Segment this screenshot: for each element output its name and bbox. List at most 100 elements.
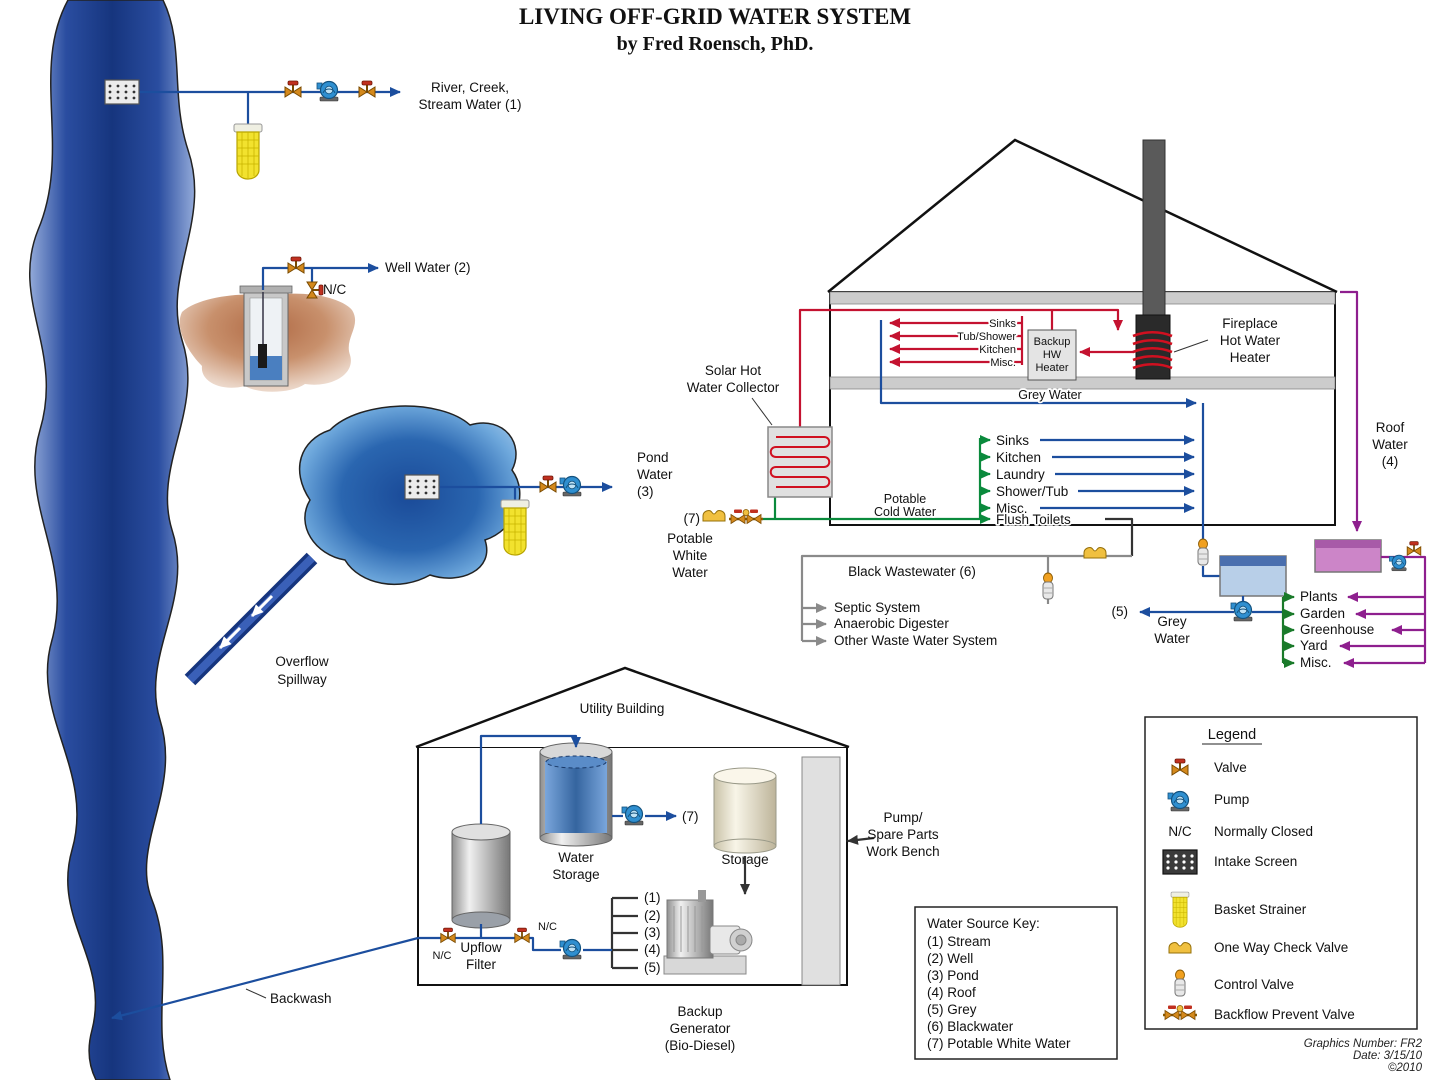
upflow-filter-tank [451,823,511,929]
stream-label-1: River, Creek, [431,80,509,95]
cold-fixture-sinks: Sinks [996,433,1029,448]
backwash-leader [245,988,267,999]
valve-icon [539,475,557,493]
legend-label-pump: Pump [1214,792,1249,807]
waste-main-pipe [800,554,1132,641]
source-key-title: Water Source Key: [927,916,1040,931]
potable-cold-label-1: Potable [884,492,926,506]
work-bench [801,756,841,986]
potable-white-label-3: Water [672,565,708,580]
potable-white-num: (7) [684,511,701,526]
input-num-1: (1) [644,890,661,905]
stream-label-2: Stream Water (1) [418,97,521,112]
basket-strainer-icon [1170,891,1190,928]
generator-label-1: Backup [677,1004,722,1019]
water-storage-tank [539,742,613,847]
upflow-label-1: Upflow [460,940,502,955]
cold-fixture-kitchen: Kitchen [996,450,1041,465]
control-valve-icon [1042,572,1054,600]
waste-dest-other: Other Waste Water System [834,633,997,648]
pump-icon [1167,790,1190,812]
utility-nc-right: N/C [538,921,557,933]
control-valve-icon [1174,969,1186,997]
house-roof [827,138,1338,294]
pump-to-filter-pipe [481,936,561,952]
grey-label-1: Grey [1157,614,1187,629]
chimney [1142,139,1166,316]
pond-label-3: (3) [637,484,654,499]
overflow-spillway-channel [184,552,318,686]
flush-drain-pipe [1105,517,1134,556]
cold-fixture-showertub: Shower/Tub [996,484,1068,499]
water-source-key-box: Water Source Key: (1) Stream (2) Well (3… [914,906,1118,1060]
backflow-valve-icon [727,508,765,525]
legend-box: Legend Valve Pump N/C Normally Closed In… [1144,716,1418,1030]
roof-down-pipe [1340,290,1362,532]
utility-building: Utility Building Pump/ Spare Parts Work … [415,666,940,1053]
backup-hw-heater-box [1027,329,1077,381]
bench-label-2: Spare Parts [867,827,939,842]
backup-hw-label-3: Heater [1035,362,1068,374]
footer-graphics-number: Graphics Number: FR2 [1304,1038,1423,1050]
legend-label-screen: Intake Screen [1214,854,1297,869]
overflow-label-2: Spillway [277,672,327,687]
footer-copyright: ©2010 [1388,1062,1423,1074]
legend-nc-symbol: N/C [1168,824,1192,839]
greywater-system: (5) Grey Water Plants Garden Greenhouse … [1112,538,1376,672]
backup-hw-label-1: Backup [1034,336,1071,348]
valve-icon [284,80,302,98]
basket-strainer-icon [233,123,263,180]
utility-roof [415,666,850,749]
irrigation-garden: Garden [1300,606,1345,621]
roofwater-system: Roof Water (4) [1314,290,1427,668]
backwash-label: Backwash [270,991,332,1006]
valve-icon [1406,540,1422,557]
house-ceiling-band [829,291,1336,305]
greywater-tank-feed [1201,566,1220,578]
irrigation-yard: Yard [1300,638,1328,653]
hot-fixture-sinks: Sinks [989,318,1016,330]
utility-label: Utility Building [580,701,665,716]
well-label: Well Water (2) [385,260,471,275]
irrigation-greenhouse: Greenhouse [1300,622,1374,637]
source-key-item-3: (3) Pond [927,968,979,983]
irrigation-misc: Misc. [1300,655,1332,670]
water-source-key-frame [914,906,1118,1060]
roof-label-3: (4) [1382,454,1399,469]
pond-source: Pond Water (3) [299,405,673,586]
pump-icon [559,938,582,960]
solar-coil [769,436,831,488]
potable-white-label-2: White [673,548,708,563]
pump-icon [1388,554,1407,572]
pond-label-1: Pond [637,450,669,465]
page-title-line2: by Fred Roensch, PhD. [617,33,814,55]
waste-dest-septic: Septic System [834,600,920,615]
valve-icon [358,80,376,98]
fireplace-label-3: Heater [1230,350,1271,365]
backwash-pipe [111,936,419,1021]
storage-tank [713,767,777,854]
legend-label-backflow: Backflow Prevent Valve [1214,1007,1355,1022]
solar-label-1: Solar Hot [705,363,762,378]
house-walls [829,291,1336,526]
irrigation-plants: Plants [1300,589,1338,604]
nc-valve-icon [306,281,324,299]
potable-white-label-1: Potable [667,531,713,546]
greywater-collector-pipe [879,320,1197,408]
filter-to-storage-pipe [479,734,581,824]
solar-leader [751,397,773,426]
roof-water-tank-surface [1315,540,1381,548]
pump-icon [559,475,582,497]
greywater-house-label: Grey Water [1018,388,1081,402]
stream-source: River, Creek, Stream Water (1) [104,79,522,180]
legend-label-valve: Valve [1214,760,1247,775]
page-title-line1: LIVING OFF-GRID WATER SYSTEM [519,4,911,29]
bench-label-1: Pump/ [883,810,922,825]
well-nc-label: N/C [323,282,347,297]
roof-label-1: Roof [1376,420,1405,435]
source-key-item-1: (1) Stream [927,934,991,949]
footer-date: Date: 3/15/10 [1353,1050,1423,1062]
well-sub-pump [258,344,267,368]
check-valve-icon [1083,547,1107,559]
